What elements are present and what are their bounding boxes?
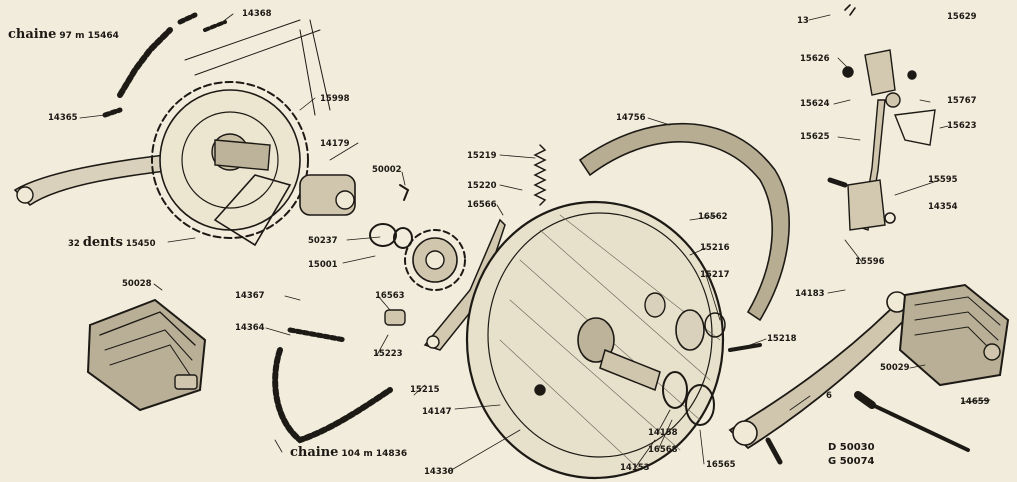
label-14364: 14364 [235, 323, 265, 333]
label-15218: 15218 [767, 334, 797, 344]
label-50002: 50002 [372, 165, 402, 175]
label-16568: 16568 [648, 445, 678, 455]
left-pedal-drawing [86, 298, 207, 412]
label-15215: 15215 [410, 385, 440, 395]
label-15220: 15220 [467, 181, 497, 191]
spring-drawing [533, 144, 547, 206]
label-14368: 14368 [242, 9, 272, 19]
label-15767: 15767 [947, 96, 977, 106]
label-15450: 15450 [125, 239, 156, 249]
label-chaine-97: chaine 97 m 15464 [8, 28, 119, 41]
label-g-50074: G 50074 [828, 456, 875, 467]
label-chaine-97-word: chaine [8, 27, 57, 42]
label-16562: 16562 [698, 212, 728, 222]
label-16566: 16566 [467, 200, 497, 210]
right-pedal-drawing [898, 283, 1010, 387]
label-dents-word: dents [82, 235, 123, 250]
label-13: 13 [797, 16, 809, 26]
chain-97-drawing [117, 12, 227, 98]
label-14183: 14183 [795, 289, 825, 299]
label-15624: 15624 [800, 99, 830, 109]
label-15001: 15001 [308, 260, 338, 270]
label-50028: 50028 [122, 279, 152, 289]
label-14354: 14354 [928, 202, 958, 212]
label-50029: 50029 [880, 363, 910, 373]
label-chaine-97-rest: 97 m 15464 [59, 31, 119, 41]
label-15595: 15595 [928, 175, 958, 185]
label-14158: 14158 [648, 428, 678, 438]
label-chaine-104-word: chaine [290, 445, 339, 460]
pedal-spindle-drawing [860, 398, 970, 452]
label-32: 32 [68, 239, 80, 249]
label-15623: 15623 [947, 121, 977, 131]
label-14330: 14330 [424, 467, 454, 477]
label-16563: 16563 [375, 291, 405, 301]
label-chaine-104: chaine 104 m 14836 [290, 446, 407, 459]
sprocket-drawing [404, 229, 466, 291]
label-50237: 50237 [308, 236, 338, 246]
label-15629: 15629 [947, 12, 977, 22]
label-14367: 14367 [235, 291, 265, 301]
label-d-50030: D 50030 [828, 442, 875, 453]
chainguard-drawing [578, 122, 790, 322]
label-14659: 14659 [960, 397, 990, 407]
label-15217: 15217 [700, 270, 730, 280]
brake-arm-drawing [827, 4, 936, 231]
label-14756: 14756 [616, 113, 646, 123]
label-15223: 15223 [373, 349, 403, 359]
label-15626: 15626 [800, 54, 830, 64]
label-15596: 15596 [855, 257, 885, 267]
label-15998: 15998 [320, 94, 350, 104]
label-15219: 15219 [467, 151, 497, 161]
label-14153: 14153 [620, 463, 650, 473]
label-15216: 15216 [700, 243, 730, 253]
label-16565: 16565 [706, 460, 736, 470]
label-6: 6 [826, 391, 832, 401]
brake-drum-drawing [465, 200, 725, 480]
right-crank-drawing [728, 298, 914, 450]
label-chaine-104-rest: 104 m 14836 [341, 449, 408, 459]
label-14179: 14179 [320, 139, 350, 149]
label-14365: 14365 [48, 113, 78, 123]
label-15625: 15625 [800, 132, 830, 142]
chain-104-drawing [272, 327, 393, 444]
label-32-dents: 32 dents 15450 [68, 236, 156, 249]
label-14147: 14147 [422, 407, 452, 417]
